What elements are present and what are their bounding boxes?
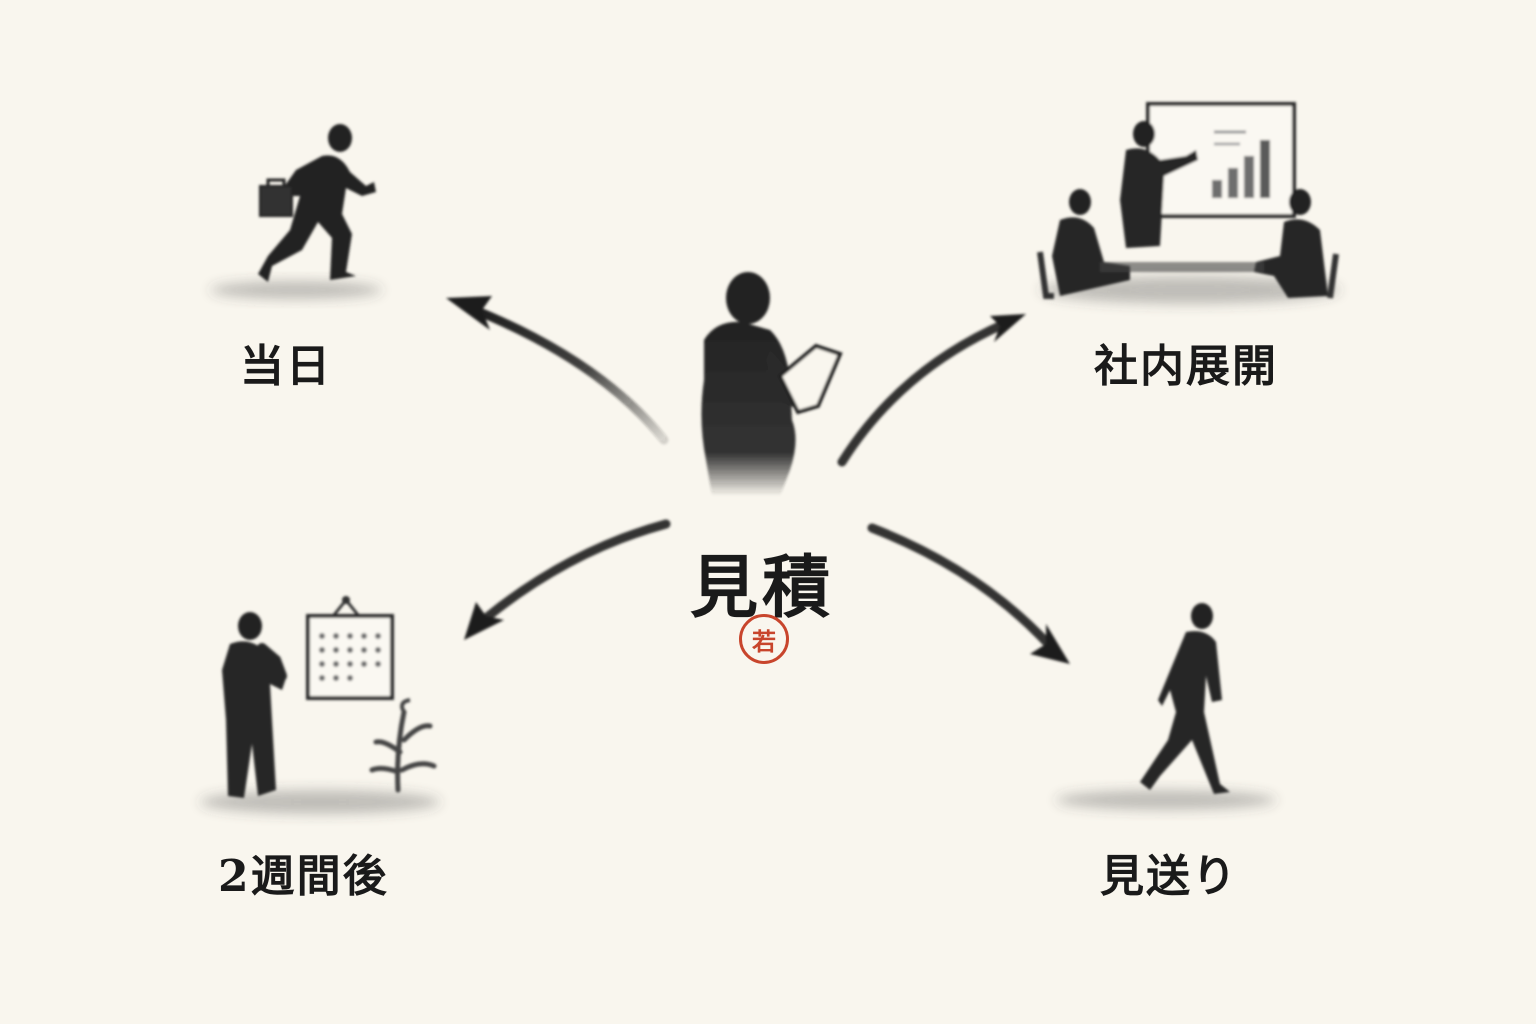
thinking-man-calendar [200,596,440,814]
seal-stamp: 若 [739,614,789,664]
branch-label-pass: 見送り [1100,851,1238,902]
branch-label-internal-rollout: 社内展開 [1094,341,1278,392]
arrow-to-internal-rollout [837,314,1026,467]
branch-label-same-day: 当日 [240,341,332,392]
branch-label-two-weeks-later: 2週間後 [218,851,389,902]
arrow-to-two-weeks-later [464,519,671,640]
running-businessman [210,124,382,299]
arrow-to-same-day [446,296,669,445]
seal-text: 若 [752,626,776,656]
arrow-to-pass [867,523,1070,664]
meeting-presentation [1037,102,1340,304]
center-figure [701,272,843,496]
walking-away-man [1056,603,1276,810]
